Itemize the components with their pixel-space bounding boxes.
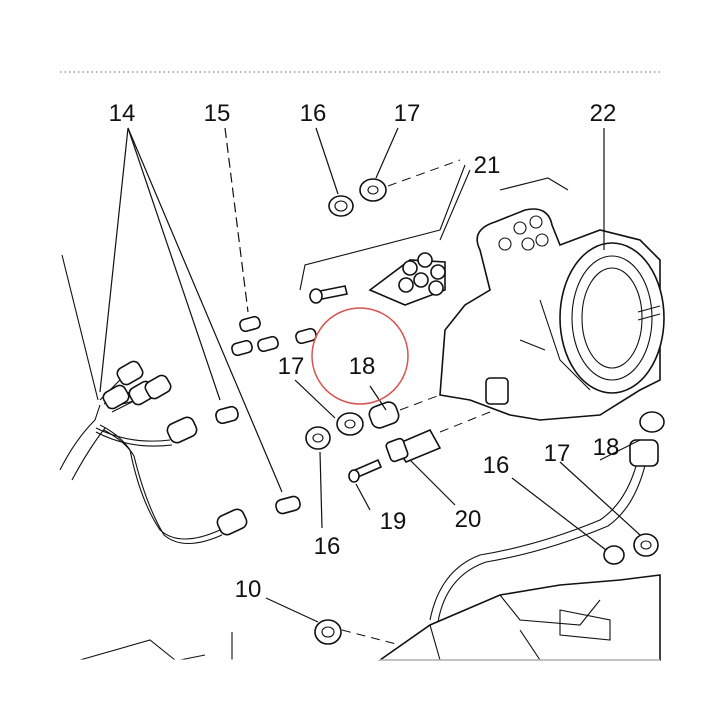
- engine-case: [79, 574, 661, 661]
- callout-16-right: 16: [482, 452, 510, 479]
- part-10-nut: [314, 619, 401, 646]
- sleeve-20: [385, 411, 491, 463]
- callout-18-right: 18: [592, 434, 620, 461]
- callout-17-center: 17: [277, 353, 305, 380]
- callout-18-center: 18: [348, 353, 376, 380]
- callout-20: 20: [454, 506, 482, 533]
- callout-21: 21: [473, 152, 501, 179]
- callout-22: 22: [589, 100, 617, 127]
- screw-19: [348, 458, 383, 483]
- highlight-circle: [311, 307, 409, 405]
- leader-lines: [99, 127, 641, 623]
- connector-block: [309, 252, 446, 306]
- center-washer-nut: [305, 394, 441, 450]
- callout-19: 19: [379, 508, 407, 535]
- right-cable-fitting: [429, 411, 665, 623]
- callout-16-top: 16: [299, 100, 327, 127]
- small-cylinders: [215, 315, 317, 515]
- callout-17-right: 17: [543, 440, 571, 467]
- callout-17-top: 17: [393, 100, 421, 127]
- callout-14: 14: [108, 100, 136, 127]
- wiring-harness: [59, 254, 248, 544]
- nut-and-washer-top: [328, 159, 461, 217]
- ignition-housing: [439, 208, 665, 421]
- callout-15: 15: [203, 100, 231, 127]
- bracket-21: [299, 229, 441, 291]
- callout-10: 10: [234, 576, 262, 603]
- callout-16-center: 16: [313, 533, 341, 560]
